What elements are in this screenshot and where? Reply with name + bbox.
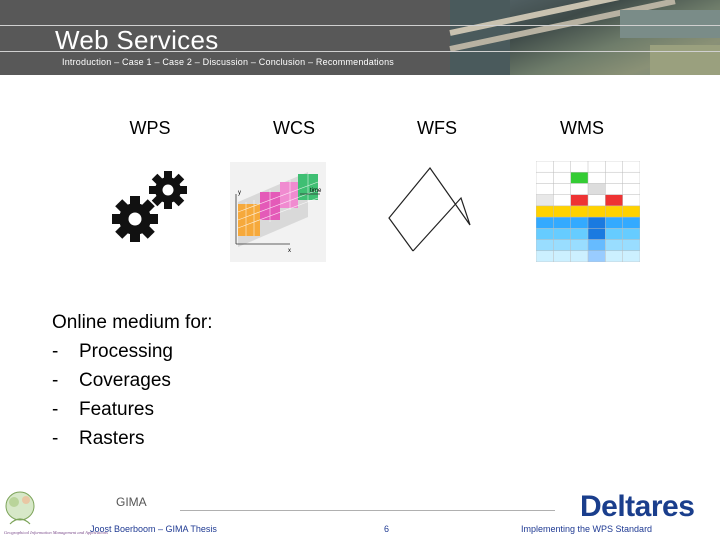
raster-cell — [605, 217, 623, 229]
raster-cell — [570, 183, 588, 195]
raster-cell — [605, 239, 623, 251]
raster-cell — [536, 205, 554, 218]
raster-cell — [605, 183, 623, 195]
raster-cell — [570, 228, 588, 240]
raster-cell — [553, 217, 571, 229]
raster-cell — [588, 194, 606, 206]
service-label-wps: WPS — [129, 118, 171, 138]
raster-cell — [553, 205, 571, 218]
raster-cell — [570, 194, 588, 206]
features-polyline-icon — [388, 167, 471, 252]
raster-cell — [570, 239, 588, 251]
raster-cell — [570, 250, 588, 262]
page-number: 6 — [384, 524, 390, 534]
raster-cell — [536, 172, 554, 184]
raster-cell — [553, 194, 571, 206]
online-medium-list: Online medium for: -Processing -Coverage… — [52, 308, 213, 453]
raster-cell — [605, 172, 623, 184]
slide-header: Web Services Introduction – Case 1 – Cas… — [0, 0, 720, 75]
raster-cell — [622, 239, 640, 251]
list-item-label: Rasters — [79, 428, 145, 449]
raster-cell — [588, 183, 606, 195]
header-divider-top — [0, 25, 720, 26]
raster-cell — [588, 228, 606, 240]
list-item: -Rasters — [52, 424, 213, 453]
raster-cell — [570, 161, 588, 173]
service-label-wfs: WFS — [417, 118, 457, 138]
raster-cell — [553, 250, 571, 262]
raster-cell — [622, 205, 640, 218]
raster-cell — [622, 172, 640, 184]
raster-cell — [536, 217, 554, 229]
footer-author: Joost Boerboom – GIMA Thesis — [90, 524, 217, 534]
raster-cell — [536, 239, 554, 251]
raster-cell — [622, 217, 640, 229]
list-item-label: Processing — [79, 341, 173, 362]
raster-cell — [605, 205, 623, 218]
raster-cell — [536, 250, 554, 262]
raster-cell — [588, 217, 606, 229]
gears-icon — [112, 171, 187, 242]
footer-divider — [180, 510, 555, 511]
raster-cell — [588, 172, 606, 184]
raster-cell — [553, 239, 571, 251]
raster-cell — [553, 161, 571, 173]
raster-grid-icon — [536, 161, 640, 262]
breadcrumb: Introduction – Case 1 – Case 2 – Discuss… — [62, 57, 394, 67]
coverage-axis-x: x — [288, 248, 291, 254]
list-item-label: Features — [79, 399, 154, 420]
service-label-wms: WMS — [560, 118, 604, 138]
raster-cell — [622, 183, 640, 195]
raster-cell — [536, 194, 554, 206]
page-title: Web Services — [55, 25, 219, 55]
list-item: -Processing — [52, 337, 213, 366]
raster-cell — [553, 172, 571, 184]
service-label-wcs: WCS — [273, 118, 315, 138]
gima-text: GIMA — [116, 495, 147, 509]
list-item: -Features — [52, 395, 213, 424]
raster-cell — [605, 250, 623, 262]
deltares-logo: Deltares — [580, 490, 695, 523]
raster-cell — [622, 228, 640, 240]
list-item-label: Coverages — [79, 370, 171, 391]
raster-cell — [553, 183, 571, 195]
raster-cell — [536, 228, 554, 240]
gima-tagline: Geographical Information Management and … — [4, 530, 108, 535]
gima-logo: GIMA Geographical Information Management… — [4, 491, 147, 535]
raster-cell — [536, 183, 554, 195]
header-divider-mid — [0, 51, 720, 52]
raster-cell — [588, 239, 606, 251]
raster-cell — [570, 172, 588, 184]
raster-cell — [622, 161, 640, 173]
coverage-axis-time: time — [310, 188, 322, 194]
header-photo — [449, 0, 720, 75]
coverage-cube-icon: y x time — [230, 162, 326, 262]
raster-cell — [605, 161, 623, 173]
raster-cell — [588, 250, 606, 262]
raster-cell — [605, 194, 623, 206]
raster-cell — [622, 250, 640, 262]
coverage-axis-y: y — [238, 190, 241, 196]
raster-cell — [622, 194, 640, 206]
raster-cell — [553, 228, 571, 240]
raster-cell — [605, 228, 623, 240]
list-heading: Online medium for: — [52, 312, 213, 333]
footer-subtitle: Implementing the WPS Standard — [521, 524, 653, 534]
raster-cell — [588, 205, 606, 218]
raster-cell — [536, 161, 554, 173]
raster-cell — [570, 205, 588, 218]
raster-cell — [570, 217, 588, 229]
raster-cell — [588, 161, 606, 173]
list-item: -Coverages — [52, 366, 213, 395]
